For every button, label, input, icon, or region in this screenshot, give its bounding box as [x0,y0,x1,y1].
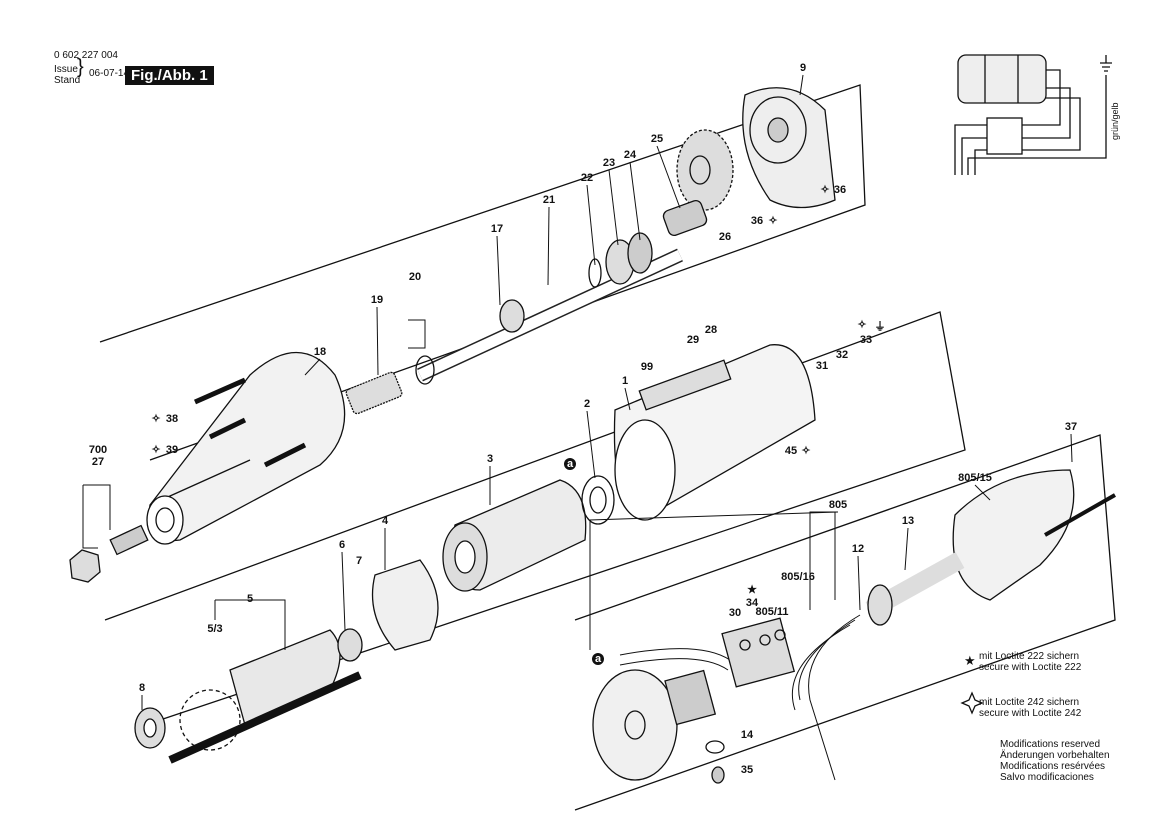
part-label-36: 36 [750,215,764,227]
wire-ref-a: a [564,458,576,470]
part-label-805-16: 805/16 [781,571,815,583]
part-label-37: 37 [1064,421,1078,433]
figure-label: Fig./Abb. 1 [125,66,214,85]
ground-wire-label: grün/gelb [1110,102,1120,140]
part-label-19: 19 [370,294,384,306]
part-label-13: 13 [901,515,915,527]
star-icon: ★ [964,653,976,668]
part-label-23: 23 [602,157,616,169]
legend-text: mit Loctite 222 sichern [979,651,1080,662]
part-label-35: 35 [740,764,754,776]
part-gear-cover [742,87,836,209]
part-label-26: 26 [718,231,732,243]
part-end-cap [865,469,1116,626]
part-label-700: 700 [88,444,108,456]
loctite-242-icon: ✧ [801,445,811,457]
part-label-25: 25 [650,133,664,145]
part-label-33: 33 [859,334,873,346]
part-label-32: 32 [835,349,849,361]
part-label-5: 5 [246,593,254,605]
part-label-4: 4 [381,515,389,527]
leader-lines [82,74,1073,710]
issue-label: Issue [54,64,78,75]
part-label-2: 2 [583,398,591,410]
part-label-805-11: 805/11 [755,606,789,618]
legend-loctite-242: mit Loctite 242 sichern secure with Loct… [979,697,1081,719]
legend-text: mit Loctite 242 sichern [979,697,1080,708]
part-label-38: 38 [165,413,179,425]
wire-ref-a: a [592,653,604,665]
part-terminal-block [721,617,796,688]
legend-text: Änderungen vorbehalten [1000,750,1110,761]
part-label-34: 34 [745,597,759,609]
part-label-22: 22 [580,172,594,184]
part-label-14: 14 [740,729,754,741]
part-label-99: 99 [640,361,654,373]
part-label-31: 31 [815,360,829,372]
part-ring [581,475,615,525]
part-number: 0 602 227 004 [54,50,118,61]
loctite-242-icon: ✧ [768,215,778,227]
legend-text: secure with Loctite 222 [979,662,1082,673]
legend-text: Modifications resérvées [1000,761,1106,772]
part-gear [662,129,734,237]
part-gear-housing [146,352,346,545]
wiring-diagram [954,54,1112,175]
part-label-28: 28 [704,324,718,336]
brace: } [77,56,84,78]
ground-icon: ⏚ [874,321,886,333]
part-ring-inner [589,486,607,514]
part-label-805-15: 805/15 [958,472,992,484]
part-label-3: 3 [486,453,494,465]
loctite-242-icon: ✧ [151,444,161,456]
part-label-9: 9 [799,62,807,74]
stand-label: Stand [54,75,81,86]
part-label-805: 805 [828,499,848,511]
part-label-5-3: 5/3 [207,623,223,635]
part-wires [619,614,861,781]
part-label-1: 1 [621,375,629,387]
part-label-7: 7 [355,555,363,567]
part-brush-plate [592,669,725,784]
part-stator [442,479,587,592]
part-label-36: 36 [833,184,847,196]
part-fan-guide [371,559,439,651]
modifications-notice: Modifications reserved Änderungen vorbeh… [1000,739,1110,783]
part-label-39: 39 [165,444,179,456]
legend-text: Salvo modificaciones [1000,772,1094,783]
legend-text: Modifications reserved [1000,739,1101,750]
loctite-242-icon: ✧ [820,184,830,196]
part-label-18: 18 [313,346,327,358]
loctite-222-icon: ★ [747,584,757,596]
four-point-star-icon [960,691,984,715]
loctite-242-icon: ✧ [151,413,161,425]
part-armature [134,628,363,764]
part-label-29: 29 [686,334,700,346]
part-motor-housing [613,344,816,521]
part-label-45: 45 [784,445,798,457]
legend-text: secure with Loctite 242 [979,708,1082,719]
legend-loctite-222: mit Loctite 222 sichern secure with Loct… [979,651,1081,673]
issue-date: 06-07-14 [89,68,130,79]
part-label-6: 6 [338,539,346,551]
part-label-21: 21 [542,194,556,206]
part-label-12: 12 [851,543,865,555]
part-label-30: 30 [728,607,742,619]
part-label-20: 20 [408,271,422,283]
part-label-17: 17 [490,223,504,235]
part-spindle [345,232,683,415]
part-label-24: 24 [623,149,637,161]
part-label-27: 27 [91,456,105,468]
part-label-8: 8 [138,682,146,694]
part-collet [69,524,149,583]
loctite-242-icon: ✧ [857,319,867,331]
